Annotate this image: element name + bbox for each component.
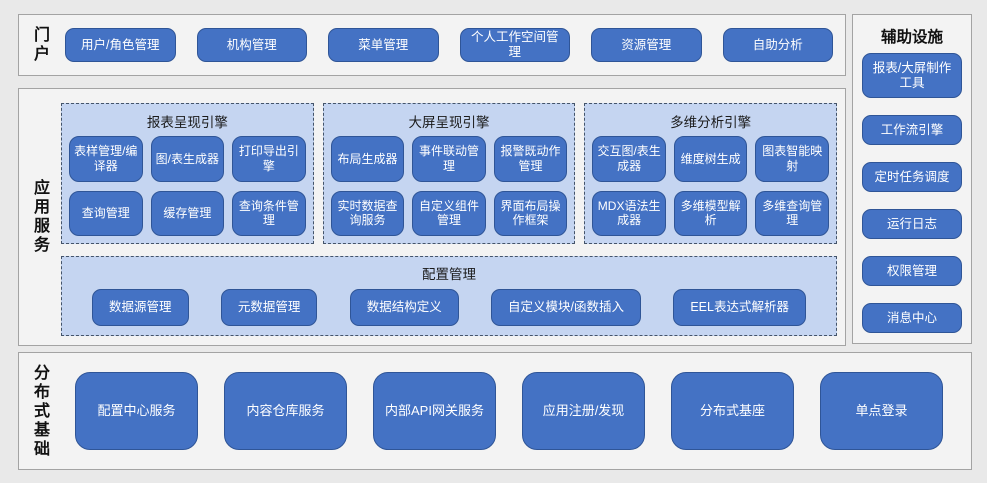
auxiliary-node: 运行日志 [862,209,962,239]
report-engine-group: 报表呈现引擎 表样管理/编译器 图/表生成器 打印导出引擎 查询管理 缓存管理 … [61,103,314,244]
engine-node: 查询管理 [69,190,143,236]
distributed-node: 应用注册/发现 [522,372,645,450]
distributed-node: 内部API网关服务 [373,372,496,450]
engine-node: MDX语法生成器 [592,190,666,236]
group-title: 报表呈现引擎 [146,115,228,130]
distributed-node: 内容仓库服务 [224,372,347,450]
app-services-section: 应用服务 报表呈现引擎 表样管理/编译器 图/表生成器 打印导出引擎 查询管理 … [18,88,846,346]
engine-node: 实时数据查询服务 [330,190,405,236]
engine-node: 交互图/表生成器 [592,136,666,182]
engine-node: 缓存管理 [150,190,225,236]
group-title: 多维分析引擎 [670,115,752,130]
engine-node: 打印导出引擎 [232,136,306,182]
config-node: EEL表达式解析器 [673,289,806,326]
portal-node: 菜单管理 [328,28,439,62]
distributed-base-section-label: 分布式基础 [31,363,48,459]
config-node: 元数据管理 [220,289,318,326]
engine-node: 查询条件管理 [232,190,306,236]
bigscreen-engine-group: 大屏呈现引擎 布局生成器 事件联动管理 报警既动作管理 实时数据查询服务 自定义… [322,103,576,244]
distributed-button-row: 配置中心服务 内容仓库服务 内部API网关服务 应用注册/发现 分布式基座 单点… [59,353,971,469]
engine-node: 界面布局操作框架 [493,190,568,236]
auxiliary-section-label: 辅助设施 [880,29,943,46]
portal-node: 用户/角色管理 [65,28,176,62]
app-services-content: 报表呈现引擎 表样管理/编译器 图/表生成器 打印导出引擎 查询管理 缓存管理 … [59,89,845,345]
engine-node: 事件联动管理 [412,136,486,182]
config-node: 自定义模块/函数插入 [491,289,642,326]
engine-node: 表样管理/编译器 [69,136,143,182]
engine-grid: 布局生成器 事件联动管理 报警既动作管理 实时数据查询服务 自定义组件管理 界面… [330,136,568,236]
group-title: 配置管理 [422,267,476,282]
config-node: 数据结构定义 [349,289,459,326]
engine-grid: 交互图/表生成器 维度树生成 图表智能映射 MDX语法生成器 多维模型解析 多维… [592,136,829,236]
auxiliary-node: 报表/大屏制作工具 [862,53,962,98]
portal-button-row: 用户/角色管理 机构管理 菜单管理 个人工作空间管理 资源管理 自助分析 [59,15,845,75]
auxiliary-node: 消息中心 [862,303,962,333]
portal-section: 门户 用户/角色管理 机构管理 菜单管理 个人工作空间管理 资源管理 自助分析 [18,14,846,76]
portal-node: 资源管理 [591,28,702,62]
engine-node: 图表智能映射 [755,136,829,182]
auxiliary-node: 定时任务调度 [862,162,962,192]
config-management-group: 配置管理 数据源管理 元数据管理 数据结构定义 自定义模块/函数插入 EEL表达… [61,256,837,336]
engine-node: 布局生成器 [330,136,405,182]
engine-node: 多维模型解析 [673,190,748,236]
engine-grid: 表样管理/编译器 图/表生成器 打印导出引擎 查询管理 缓存管理 查询条件管理 [69,136,306,236]
portal-section-label: 门户 [31,26,48,64]
distributed-node: 分布式基座 [671,372,794,450]
distributed-base-section: 分布式基础 配置中心服务 内容仓库服务 内部API网关服务 应用注册/发现 分布… [18,352,972,470]
portal-node: 自助分析 [722,28,833,62]
distributed-node: 单点登录 [820,372,943,450]
portal-node: 个人工作空间管理 [459,28,570,62]
app-services-section-label: 应用服务 [31,179,48,255]
group-title: 大屏呈现引擎 [408,115,490,130]
config-button-row: 数据源管理 元数据管理 数据结构定义 自定义模块/函数插入 EEL表达式解析器 [72,288,826,327]
engine-node: 维度树生成 [673,136,748,182]
engine-row: 报表呈现引擎 表样管理/编译器 图/表生成器 打印导出引擎 查询管理 缓存管理 … [61,103,838,244]
auxiliary-node: 权限管理 [862,256,962,286]
engine-node: 自定义组件管理 [412,190,486,236]
engine-node: 多维查询管理 [755,190,829,236]
auxiliary-section: 辅助设施 报表/大屏制作工具 工作流引擎 定时任务调度 运行日志 权限管理 消息… [852,14,972,344]
auxiliary-button-column: 报表/大屏制作工具 工作流引擎 定时任务调度 运行日志 权限管理 消息中心 [862,53,962,333]
auxiliary-node: 工作流引擎 [862,115,962,145]
engine-node: 图/表生成器 [150,136,225,182]
engine-node: 报警既动作管理 [493,136,568,182]
olap-engine-group: 多维分析引擎 交互图/表生成器 维度树生成 图表智能映射 MDX语法生成器 多维… [584,103,838,244]
distributed-node: 配置中心服务 [75,372,198,450]
portal-node: 机构管理 [196,28,307,62]
config-node: 数据源管理 [92,289,189,326]
